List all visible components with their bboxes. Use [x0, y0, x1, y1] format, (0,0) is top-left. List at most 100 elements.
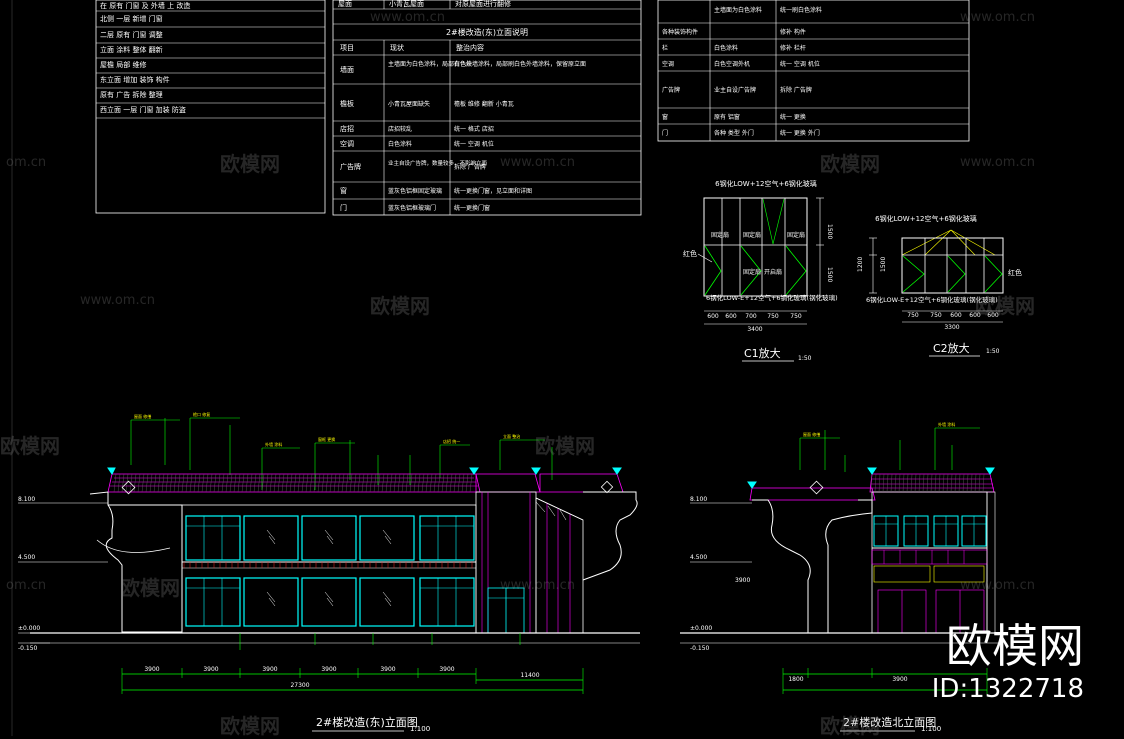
- roof-tile-line: [229, 473, 233, 493]
- c1-dim-4: 750: [767, 313, 779, 320]
- roof-tile-line: [141, 473, 145, 493]
- roof-tile-line: [209, 473, 213, 493]
- north-elevation: 屋面 修缮 外墙 涂料: [680, 421, 1000, 733]
- c1-pane-label-2: 固定扇: [743, 231, 761, 239]
- roof-tile-line: [369, 473, 373, 493]
- east-level-4: -0.150: [18, 645, 38, 652]
- c1-total-width: 3400: [747, 326, 762, 333]
- east-window: [243, 577, 299, 627]
- roof-tile-line: [950, 473, 953, 493]
- roof-tile-line: [321, 473, 325, 493]
- roof-tile-line: [173, 473, 177, 493]
- mid-row4-item: 空调: [340, 139, 354, 148]
- rt-row6-item: 窗: [662, 113, 668, 121]
- c2-side-dim-1: 1200: [857, 257, 864, 272]
- c2-dim-5: 600: [987, 312, 999, 319]
- roof-tile-line: [181, 473, 185, 493]
- east-scale: 1:100: [410, 725, 430, 733]
- svg-text:窗框 更换: 窗框 更换: [318, 436, 335, 442]
- east-right-dim: 11400: [520, 672, 539, 679]
- c1-dim-2: 600: [725, 313, 737, 320]
- roof-tile-line: [874, 473, 877, 493]
- mid-top-cell-2: 小青瓦屋面: [389, 0, 424, 8]
- c2-side-dim-2: 1500: [880, 257, 887, 272]
- east-dim-6: 3900: [439, 666, 454, 673]
- roof-tile-line: [978, 473, 981, 493]
- roof-tile-line: [245, 473, 249, 493]
- svg-text:店招 统一: 店招 统一: [443, 438, 460, 444]
- roof-tile-line: [249, 473, 253, 493]
- north-dim-2: 3900: [892, 676, 907, 683]
- rt-row1-state: 主墙面为白色涂料: [714, 6, 762, 14]
- left-notes-table: 在 原有 门窗 及 外墙 上 改造 北侧 一层 新增 门窗 二层 原有 门窗 调…: [95, 0, 326, 214]
- roof-tile-line: [197, 473, 201, 493]
- brand-logo-text: 欧模网: [946, 619, 1084, 673]
- roof-tile-line: [313, 473, 317, 493]
- roof-tile-line: [169, 473, 173, 493]
- svg-text:外墙 涂料: 外墙 涂料: [938, 421, 955, 427]
- roof-tile-line: [898, 473, 901, 493]
- rt-row3-fix: 修补 栏杆: [780, 44, 806, 52]
- roof-tile-line: [241, 473, 245, 493]
- svg-text:屋面 修缮: 屋面 修缮: [803, 431, 820, 437]
- c2-window-detail: 6钢化LOW+12空气+6钢化玻璃 红色 1200 1500 6钢化LOW-E+…: [857, 214, 1022, 357]
- mid-row5-state: 业主自设广告牌，数量较多，不影响立面: [388, 159, 488, 167]
- roof-tile-line: [413, 473, 417, 493]
- roof-tile-line: [449, 473, 453, 493]
- c1-dim-5: 750: [790, 313, 802, 320]
- c2-bottom-glass-label: 6钢化LOW-E+12空气+6钢化玻璃(钢化玻璃): [866, 295, 998, 304]
- rt-row3-state: 白色涂料: [714, 44, 738, 52]
- north-title: 2#楼改造北立面图: [843, 715, 936, 729]
- mid-row3-fix: 统一 格式 店招: [454, 125, 494, 133]
- roof-tile-line: [469, 473, 473, 493]
- roof-tile-line: [233, 473, 237, 493]
- roof-tile-line: [365, 473, 369, 493]
- roof-tile-line: [405, 473, 409, 493]
- east-window: [359, 515, 415, 561]
- north-window: [961, 515, 987, 547]
- roof-tile-line: [918, 473, 921, 493]
- rt-row7-fix: 统一 更换 外门: [780, 129, 820, 137]
- roof-tile-line: [930, 473, 933, 493]
- roof-tile-line: [153, 473, 157, 493]
- roof-tile-line: [205, 473, 209, 493]
- east-dim-5: 3900: [380, 666, 395, 673]
- c2-dim-4: 600: [969, 312, 981, 319]
- c2-dim-2: 750: [930, 312, 942, 319]
- c1-bottom-glass-label: 6钢化LOW-E+12空气+6钢化玻璃(钢化玻璃): [706, 293, 838, 302]
- mid-row7-item: 门: [340, 203, 347, 212]
- east-total-dim: 27300: [290, 682, 309, 689]
- east-elevation: 屋面 修缮 檐口 修复 外墙 涂料 窗框 更换 店招 统一 立面 整治: [18, 411, 640, 733]
- east-level-1: 8.100: [18, 496, 35, 503]
- mid-row2-fix: 檐板 维修 翻新 小青瓦: [454, 100, 514, 108]
- rt-row7-state: 各种 类型 外门: [714, 129, 754, 137]
- roof-tile-line: [261, 473, 265, 493]
- roof-tile-line: [938, 473, 941, 493]
- east-window: [301, 515, 357, 561]
- c1-window-detail: 6钢化LOW+12空气+6钢化玻璃 固定扇 固定扇 固定扇 固定扇 开启扇 红色…: [683, 179, 838, 362]
- c1-pane-label-3: 固定扇: [787, 231, 805, 239]
- svg-text:立面 整治: 立面 整治: [503, 433, 520, 439]
- mid-row5-item: 广告牌: [340, 162, 361, 171]
- c1-title: C1放大: [744, 346, 781, 360]
- roof-tile-line: [441, 473, 445, 493]
- roof-tile-line: [325, 473, 329, 493]
- roof-tile-line: [437, 473, 441, 493]
- east-window: [419, 577, 475, 627]
- roof-tile-line: [329, 473, 333, 493]
- roof-tile-line: [954, 473, 957, 493]
- roof-tile-line: [982, 473, 985, 493]
- mid-row2-state: 小青瓦屋面缺失: [388, 100, 430, 108]
- left-note-7: 原有 广告 拆除 整理: [100, 90, 163, 99]
- roof-tile-line: [457, 473, 461, 493]
- rt-row2-item: 各种装饰构件: [662, 28, 698, 36]
- mid-row6-state: 蓝灰色铝框固定玻璃: [388, 187, 442, 195]
- roof-tile-line: [257, 473, 261, 493]
- roof-tile-line: [213, 473, 217, 493]
- left-note-5: 屋檐 局部 维修: [100, 60, 146, 69]
- roof-tile-line: [870, 473, 873, 493]
- rt-row4-state: 白色空调外机: [714, 60, 750, 68]
- roof-tile-line: [393, 473, 397, 493]
- roof-tile-line: [337, 473, 341, 493]
- roof-tile-line: [425, 473, 429, 493]
